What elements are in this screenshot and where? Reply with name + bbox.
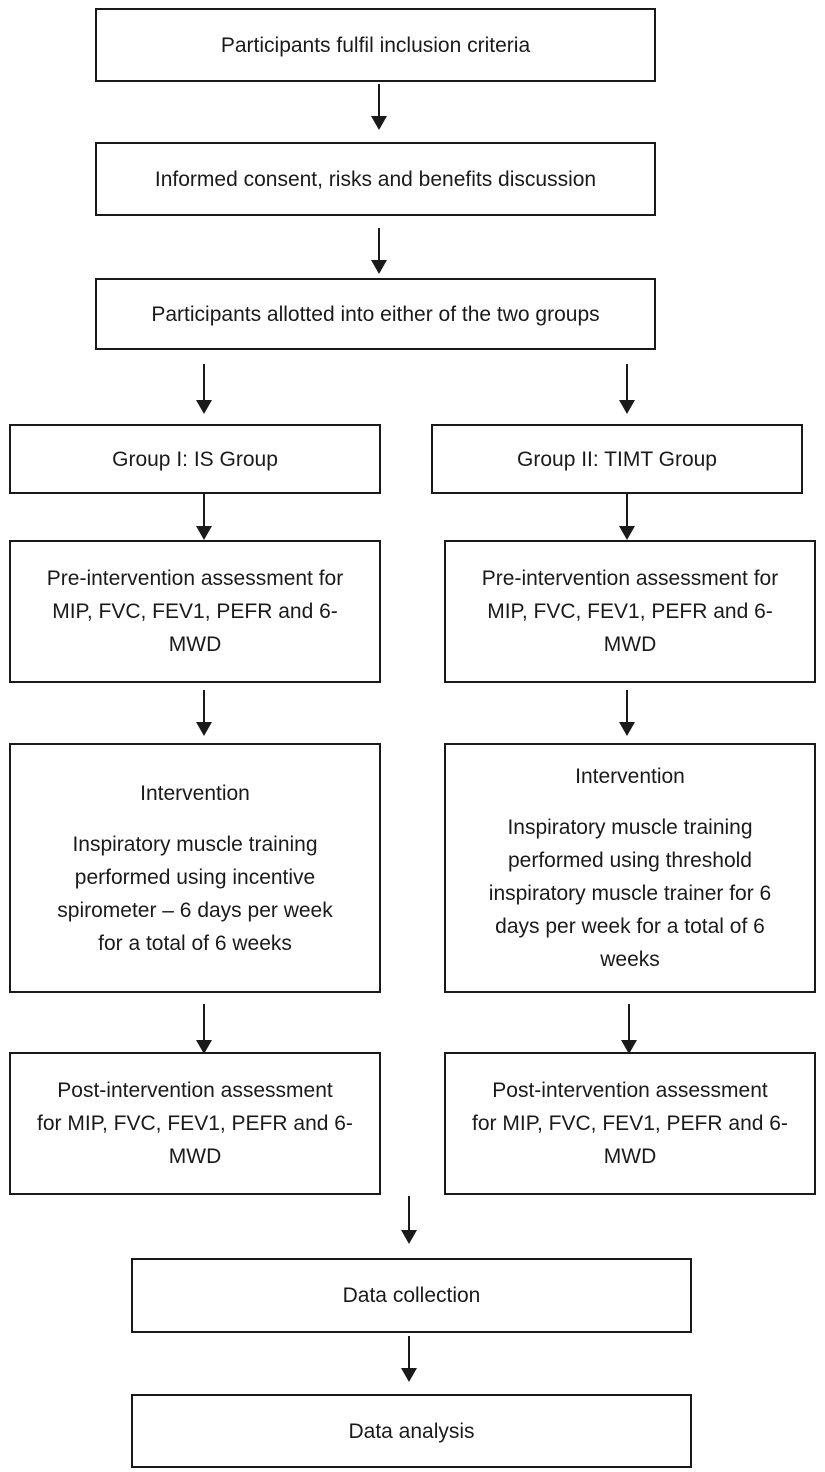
- group1-pre-line: MWD: [168, 633, 222, 656]
- group2-intervention-title: Intervention: [575, 765, 685, 788]
- consent-text: Informed consent, risks and benefits dis…: [154, 167, 597, 191]
- inclusion-box: Participants fulfil inclusion criteria: [95, 8, 656, 82]
- allotment-box: Participants allotted into either of the…: [95, 278, 656, 350]
- arrow-down-icon: [196, 690, 212, 736]
- group1-title: Group I: IS Group: [112, 447, 278, 471]
- group1-post-line: Post-intervention assessment: [57, 1079, 333, 1102]
- group2-intervention-line: Inspiratory muscle training: [507, 816, 753, 839]
- arrow-down-icon: [371, 84, 387, 130]
- group2-intervention-line: days per week for a total of 6: [495, 915, 765, 938]
- group2-title: Group II: TIMT Group: [517, 447, 717, 471]
- arrow-down-icon: [196, 494, 212, 540]
- group1-intervention-box: Intervention Inspiratory muscle training…: [9, 743, 381, 993]
- group2-post-line: MWD: [603, 1145, 657, 1168]
- group1-intervention-line: performed using incentive: [74, 865, 316, 889]
- group1-post-line: MWD: [168, 1145, 222, 1168]
- arrow-down-icon: [401, 1336, 417, 1382]
- arrow-down-icon: [401, 1196, 417, 1244]
- arrow-down-icon: [621, 1004, 637, 1054]
- data-collection-text: Data collection: [342, 1284, 481, 1307]
- arrow-down-icon: [196, 1004, 212, 1054]
- group1-post-line: for MIP, FVC, FEV1, PEFR and 6-: [37, 1112, 353, 1135]
- inclusion-text: Participants fulfil inclusion criteria: [220, 33, 531, 57]
- group2-post-line: for MIP, FVC, FEV1, PEFR and 6-: [472, 1112, 788, 1135]
- group2-pre-line: MWD: [603, 633, 657, 656]
- data-collection-box: Data collection: [131, 1258, 692, 1333]
- group2-title-box: Group II: TIMT Group: [431, 424, 803, 494]
- allotment-text: Participants allotted into either of the…: [151, 302, 600, 326]
- group1-intervention-title: Intervention: [140, 781, 250, 805]
- group2-post-box: Post-intervention assessment for MIP, FV…: [444, 1052, 816, 1195]
- arrow-down-icon: [619, 690, 635, 736]
- group1-intervention-line: spirometer – 6 days per week: [57, 898, 333, 922]
- data-analysis-text: Data analysis: [348, 1419, 475, 1443]
- group1-intervention-line: Inspiratory muscle training: [72, 832, 318, 856]
- arrow-down-icon: [619, 494, 635, 540]
- group1-post-box: Post-intervention assessment for MIP, FV…: [9, 1052, 381, 1195]
- group1-title-box: Group I: IS Group: [9, 424, 381, 494]
- arrow-down-icon: [196, 364, 212, 414]
- data-analysis-box: Data analysis: [131, 1394, 692, 1468]
- consent-box: Informed consent, risks and benefits dis…: [95, 142, 656, 216]
- group2-intervention-box: Intervention Inspiratory muscle training…: [444, 743, 816, 993]
- group2-pre-line: MIP, FVC, FEV1, PEFR and 6-: [487, 600, 773, 623]
- group2-pre-line: Pre-intervention assessment for: [481, 567, 779, 590]
- group2-post-line: Post-intervention assessment: [492, 1079, 768, 1102]
- group2-intervention-line: weeks: [600, 948, 660, 971]
- group1-pre-line: MIP, FVC, FEV1, PEFR and 6-: [52, 600, 338, 623]
- group1-intervention-line: for a total of 6 weeks: [98, 931, 292, 955]
- group2-intervention-line: inspiratory muscle trainer for 6: [488, 882, 772, 905]
- arrow-down-icon: [619, 364, 635, 414]
- arrow-down-icon: [371, 228, 387, 274]
- group1-pre-line: Pre-intervention assessment for: [46, 567, 344, 590]
- group2-intervention-line: performed using threshold: [508, 849, 752, 872]
- group1-pre-box: Pre-intervention assessment for MIP, FVC…: [9, 540, 381, 683]
- group2-pre-box: Pre-intervention assessment for MIP, FVC…: [444, 540, 816, 683]
